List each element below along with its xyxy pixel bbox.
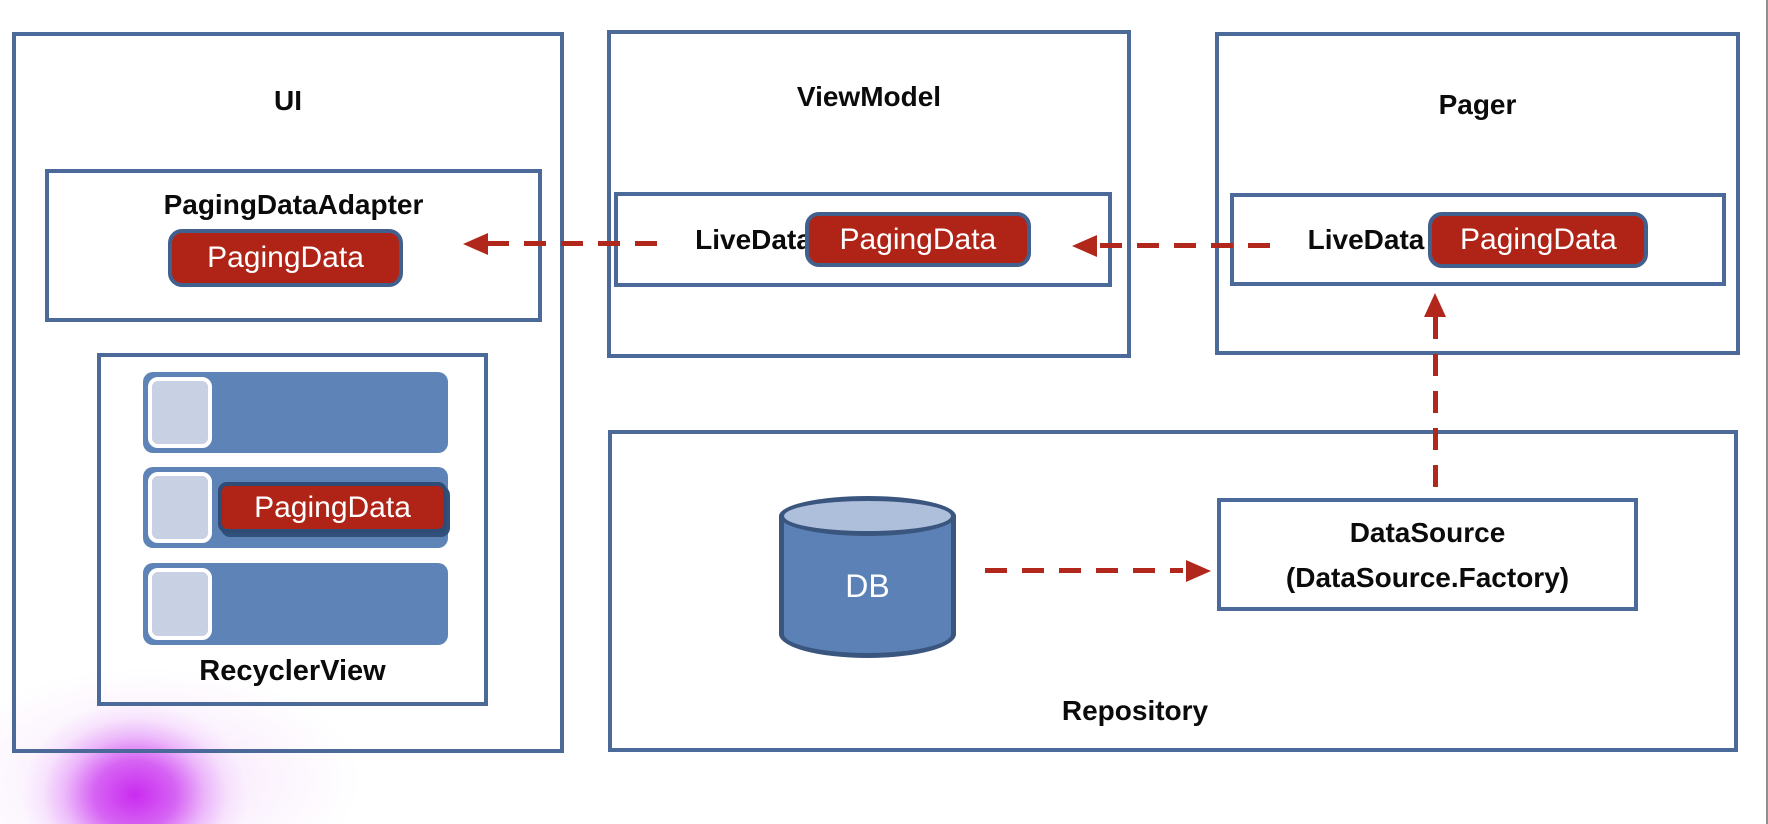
ui-title: UI [274, 85, 302, 116]
pager-box [1215, 32, 1740, 355]
pager-pagingdata-chip: PagingData [1428, 211, 1649, 268]
recycler-pagingdata-chip: PagingData [218, 482, 447, 533]
recycler-row-thumbnail [148, 377, 212, 448]
recycler-row-thumbnail [148, 472, 212, 543]
db-label: DB [845, 568, 890, 604]
repository-box [608, 430, 1738, 752]
datasource-title-line1: DataSource [1349, 516, 1506, 548]
datasource-title-line2: (DataSource.Factory) [1285, 561, 1570, 593]
viewmodel-box [607, 30, 1131, 358]
recyclerview-label: RecyclerView [199, 655, 386, 687]
pager-livedata-label: LiveData [1307, 223, 1425, 255]
pagingdataadapter-title: PagingDataAdapter [163, 189, 424, 220]
recycler-row-thumbnail [148, 568, 212, 640]
arrow-datasource-to-pager-line [1433, 317, 1438, 497]
pager-title: Pager [1438, 89, 1517, 120]
viewmodel-title: ViewModel [796, 81, 942, 112]
adapter-pagingdata-chip: PagingData [168, 229, 403, 287]
arrow-db-to-datasource-line [985, 568, 1183, 573]
arrow-viewmodel-to-ui-line [487, 241, 672, 246]
db-cylinder-body [779, 515, 956, 658]
db-cylinder-top [779, 496, 956, 536]
arrow-db-to-datasource-head [1186, 560, 1211, 582]
datasource-box: DataSource (DataSource.Factory) [1217, 498, 1638, 611]
pager-livedata-box: LiveData PagingData [1230, 193, 1726, 286]
viewmodel-livedata-label: LiveData [695, 223, 812, 255]
repository-title: Repository [1061, 695, 1209, 726]
viewmodel-pagingdata-chip: PagingData [804, 212, 1031, 267]
arrow-viewmodel-to-ui-head [463, 233, 488, 255]
arrow-datasource-to-pager-head [1424, 293, 1446, 317]
viewmodel-livedata-box: LiveData PagingData [614, 192, 1112, 287]
arrow-pager-to-viewmodel-head [1072, 235, 1097, 257]
arrow-pager-to-viewmodel-line [1100, 243, 1281, 248]
